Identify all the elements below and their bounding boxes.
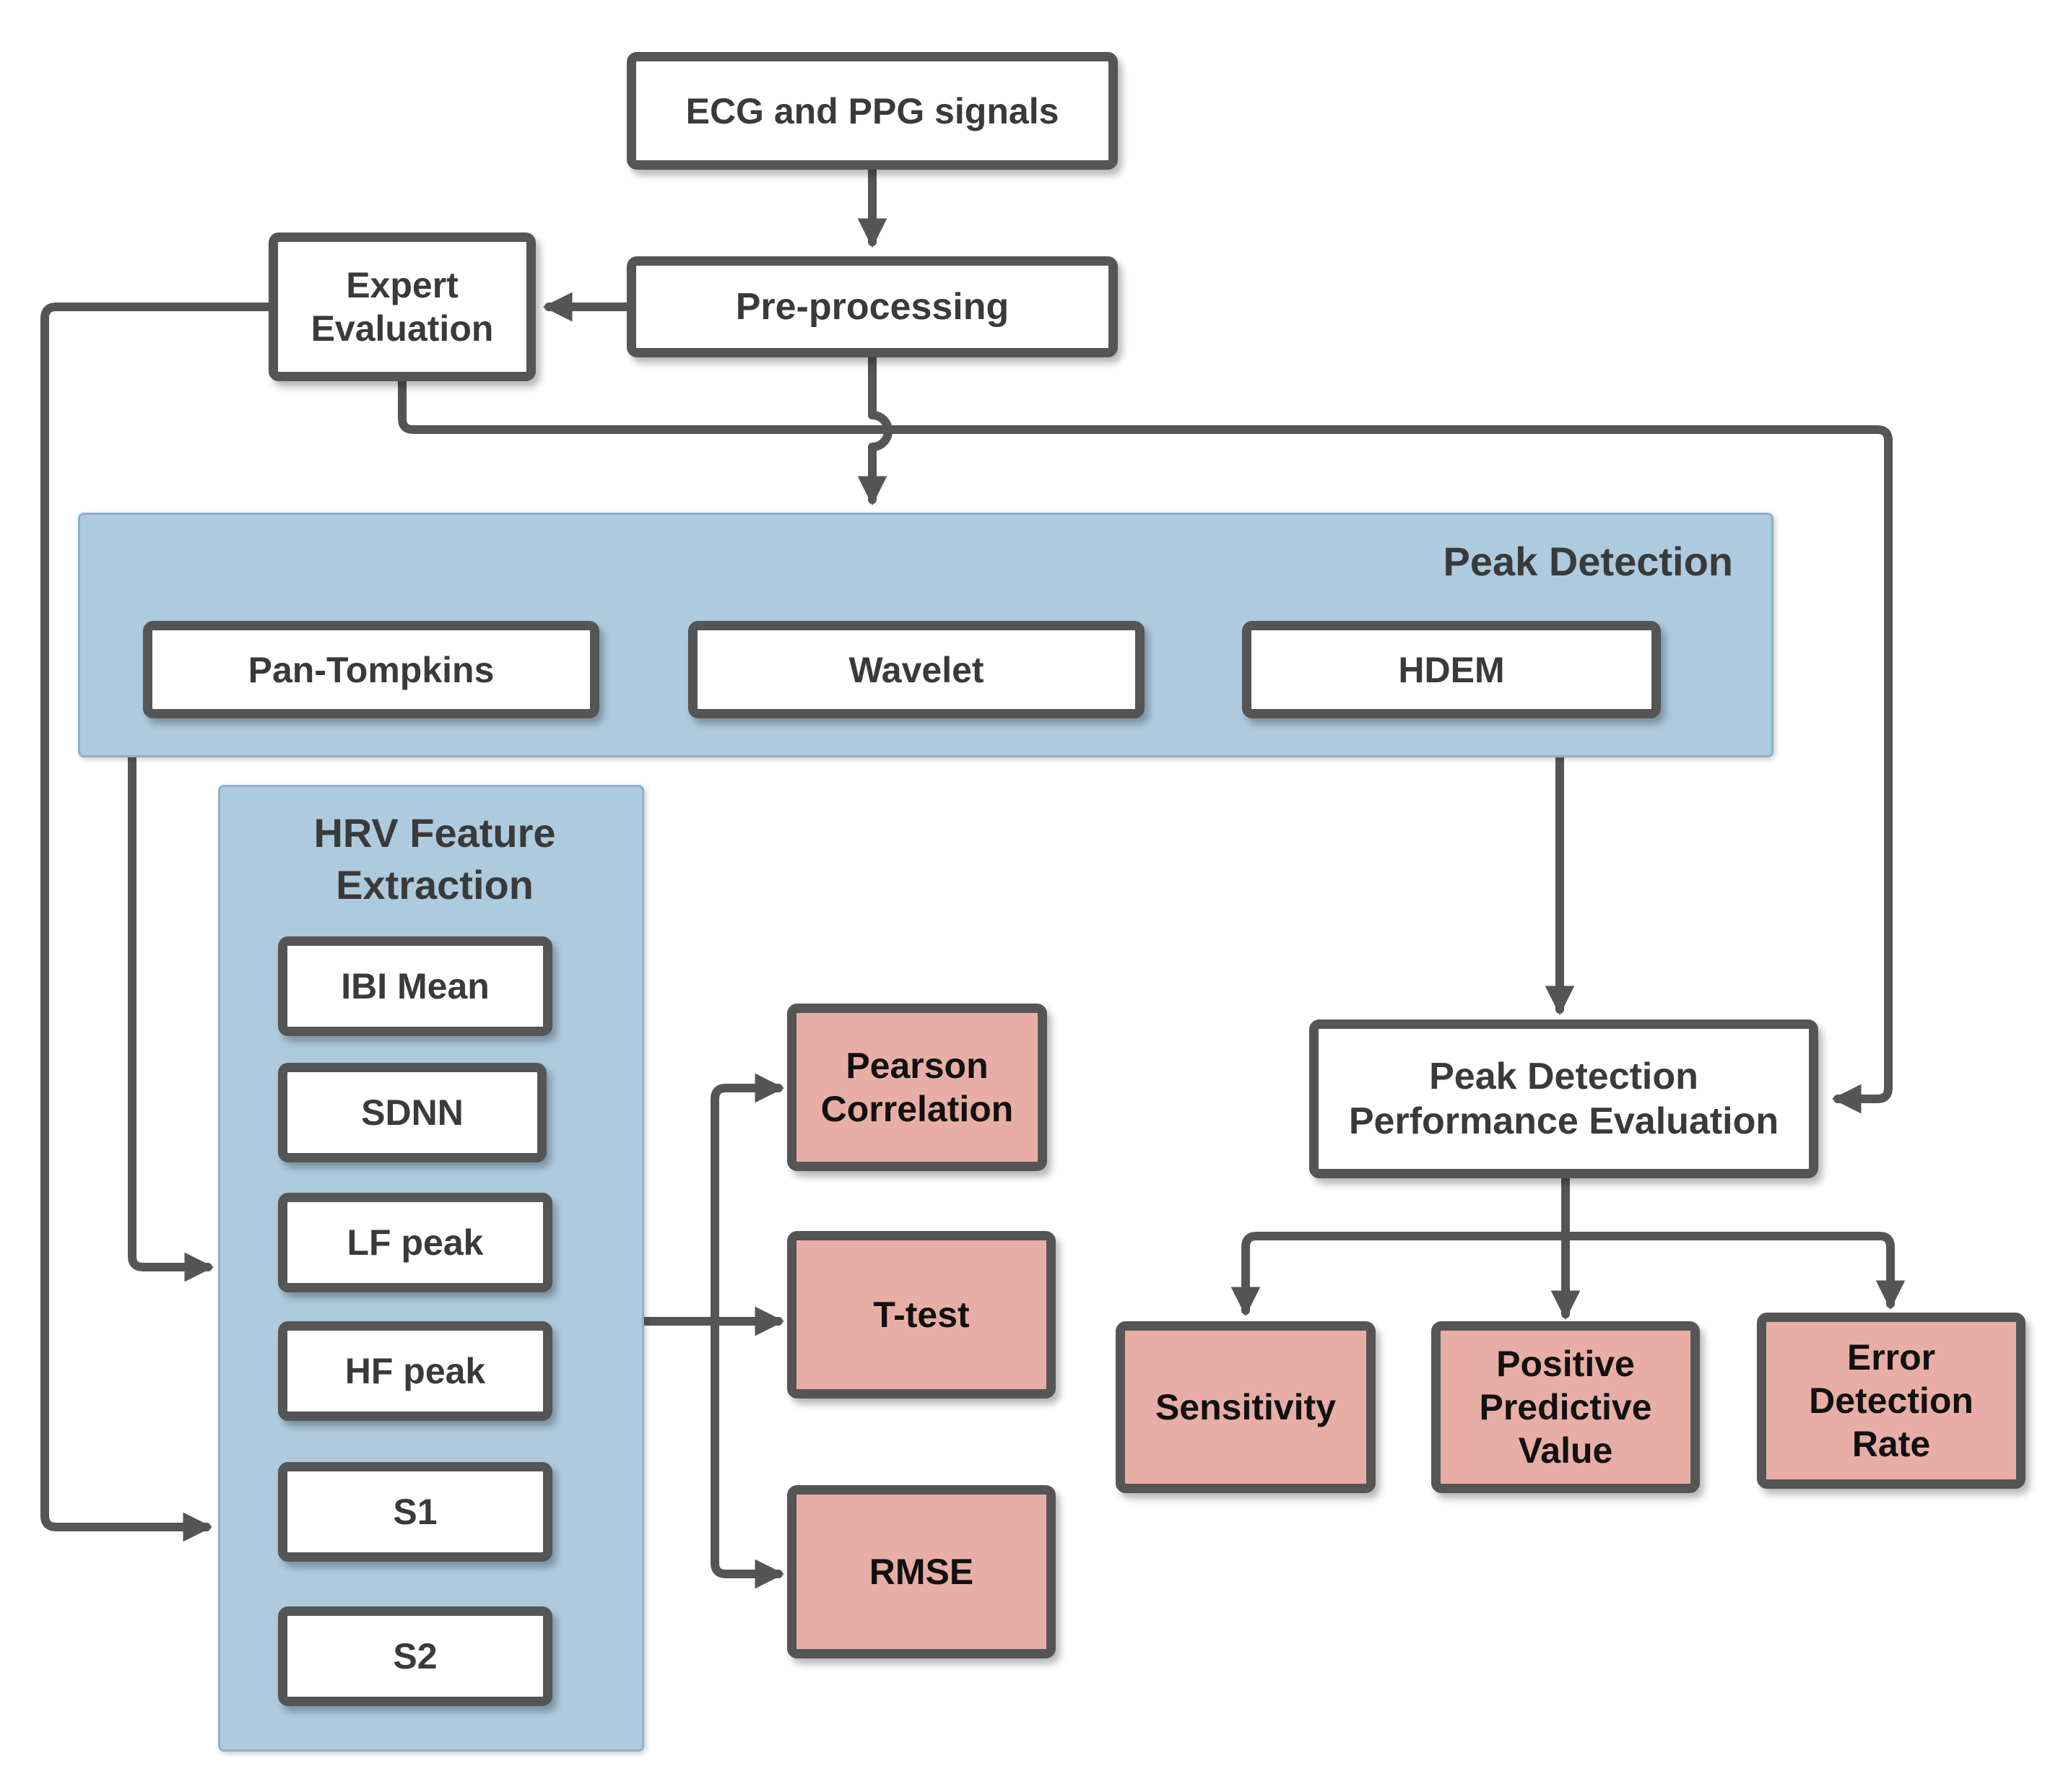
hf-peak-box: HF peak	[278, 1321, 552, 1421]
arrow-performance-to-sensitivity	[1230, 1232, 1570, 1317]
hdem-box: HDEM	[1242, 621, 1661, 718]
wavelet-box: Wavelet	[688, 621, 1145, 718]
arrow-hrv-to-rmse	[711, 1317, 785, 1589]
ecg-ppg-signals-box: ECG and PPG signals	[627, 52, 1118, 170]
rmse-box: RMSE	[787, 1485, 1056, 1658]
expert-evaluation-box: Expert Evaluation	[269, 232, 536, 381]
arrow-performance-to-edr	[1561, 1232, 1906, 1310]
peak-detection-performance-evaluation-box: Peak Detection Performance Evaluation	[1309, 1019, 1818, 1178]
positive-predictive-value-box: Positive Predictive Value	[1431, 1321, 1700, 1493]
s1-box: S1	[278, 1462, 552, 1562]
ibi-mean-box: IBI Mean	[278, 936, 552, 1036]
sensitivity-box: Sensitivity	[1116, 1321, 1376, 1493]
peak-detection-title: Peak Detection	[1443, 539, 1734, 584]
hrv-feature-extraction-title: HRV Feature Extraction	[313, 810, 556, 908]
t-test-box: T-test	[787, 1231, 1056, 1399]
s2-box: S2	[278, 1606, 552, 1706]
preprocessing-box: Pre-processing	[627, 256, 1118, 357]
error-detection-rate-box: Error Detection Rate	[1757, 1313, 2026, 1489]
pearson-correlation-box: Pearson Correlation	[787, 1004, 1047, 1171]
arrow-hrv-to-pearson	[711, 1073, 785, 1326]
arrow-expert-to-performance	[398, 377, 1893, 1114]
lf-peak-box: LF peak	[278, 1193, 552, 1292]
sdnn-box: SDNN	[278, 1063, 547, 1162]
pan-tompkins-box: Pan-Tompkins	[143, 621, 599, 718]
arrow-peak-detection-to-hrv	[128, 751, 214, 1282]
arrow-expert-to-s1	[40, 303, 273, 1542]
